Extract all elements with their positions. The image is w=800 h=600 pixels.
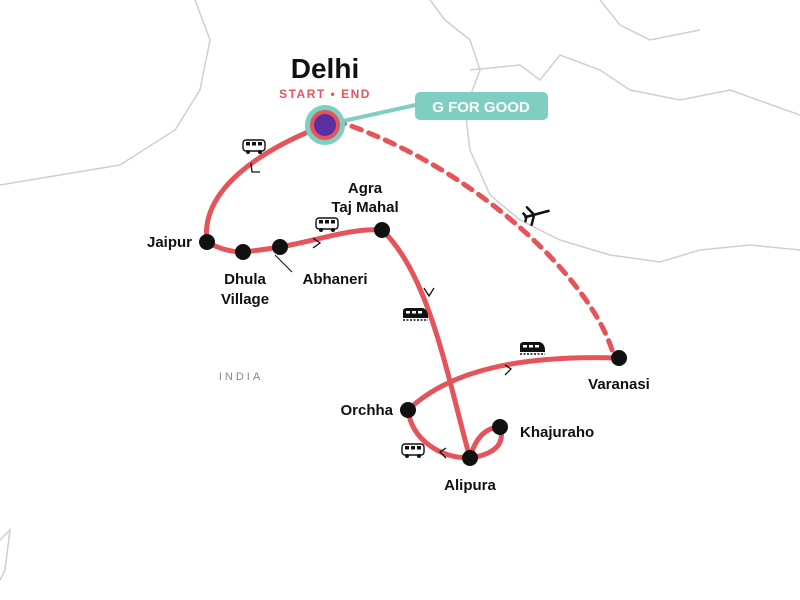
label-country-india: INDIA bbox=[219, 371, 263, 383]
label-abhaneri: Abhaneri bbox=[302, 271, 367, 288]
route-orchha-varanasi bbox=[405, 355, 622, 413]
label-dhula-line2: Village bbox=[221, 291, 269, 308]
train-icon bbox=[519, 341, 546, 355]
route-abhaneri-agra bbox=[277, 227, 385, 250]
label-khajuraho: Khajuraho bbox=[520, 424, 594, 441]
g-for-good-label: G FOR GOOD bbox=[432, 99, 530, 116]
node-khajuraho[interactable] bbox=[492, 419, 508, 435]
label-dhula-line1: Dhula bbox=[224, 271, 266, 288]
route-agra-alipura bbox=[379, 227, 473, 461]
country-borders bbox=[0, 0, 800, 581]
node-jaipur[interactable] bbox=[199, 234, 215, 250]
g-for-good-badge bbox=[415, 92, 548, 120]
label-jaipur: Jaipur bbox=[147, 234, 192, 251]
node-orchha[interactable] bbox=[400, 402, 416, 418]
node-dhula-village[interactable] bbox=[235, 244, 251, 260]
label-alipura: Alipura bbox=[444, 477, 496, 494]
label-agra-line2: Taj Mahal bbox=[331, 199, 398, 216]
bus-icon bbox=[315, 217, 339, 233]
bus-icon bbox=[242, 139, 266, 155]
route-alipura-orchha bbox=[405, 407, 473, 461]
direction-arrows bbox=[250, 162, 513, 459]
label-agra-line1: Agra bbox=[348, 180, 383, 197]
bus-icon bbox=[401, 443, 425, 459]
node-varanasi[interactable] bbox=[611, 350, 627, 366]
abhaneri-leader-line bbox=[274, 254, 293, 273]
label-start-end: START • END bbox=[279, 87, 371, 101]
label-orchha: Orchha bbox=[340, 402, 393, 419]
start-node-delhi[interactable] bbox=[314, 114, 336, 136]
node-alipura[interactable] bbox=[462, 450, 478, 466]
node-agra[interactable] bbox=[374, 222, 390, 238]
plane-icon bbox=[522, 206, 550, 227]
flight-varanasi-delhi bbox=[337, 119, 615, 353]
node-abhaneri[interactable] bbox=[272, 239, 288, 255]
label-varanasi: Varanasi bbox=[588, 376, 650, 393]
train-icon bbox=[402, 307, 429, 321]
route-delhi-jaipur bbox=[204, 122, 328, 245]
label-delhi: Delhi bbox=[291, 53, 359, 84]
